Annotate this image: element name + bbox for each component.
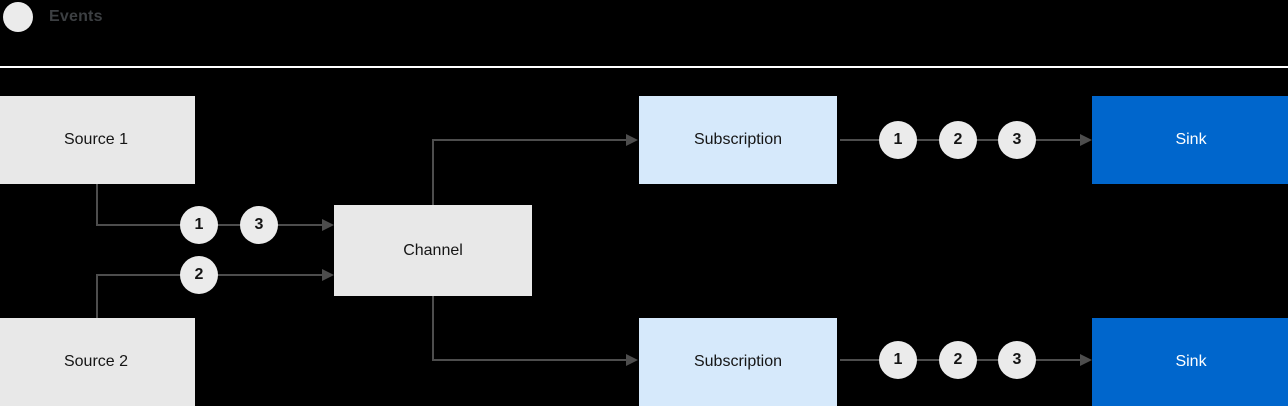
event-bubble-label: 1 — [893, 131, 903, 148]
node-subscription-1-label: Subscription — [693, 131, 783, 148]
node-source-2[interactable]: Source 2 — [0, 318, 195, 406]
node-channel[interactable]: Channel — [334, 205, 532, 296]
event-bubble: 2 — [939, 121, 977, 159]
node-sink-1[interactable]: Sink — [1092, 96, 1288, 184]
event-circle-icon — [3, 2, 33, 32]
node-sink-2[interactable]: Sink — [1092, 318, 1288, 406]
event-bubble: 2 — [180, 256, 218, 294]
event-bubble: 3 — [998, 341, 1036, 379]
node-subscription-2[interactable]: Subscription — [639, 318, 837, 406]
node-sink-2-label: Sink — [1175, 353, 1207, 370]
event-bubble-label: 2 — [953, 131, 963, 148]
legend-label: Events — [49, 8, 103, 25]
node-channel-label: Channel — [403, 241, 463, 259]
event-bubble-label: 2 — [953, 351, 963, 368]
event-bubble-label: 1 — [194, 216, 204, 233]
node-source-1[interactable]: Source 1 — [0, 96, 195, 184]
legend: Events — [0, 0, 1288, 34]
event-bubble: 2 — [939, 341, 977, 379]
event-bubble: 3 — [240, 206, 278, 244]
event-bubble: 3 — [998, 121, 1036, 159]
event-bubble: 1 — [879, 341, 917, 379]
event-bubble: 1 — [180, 206, 218, 244]
node-source-2-label: Source 2 — [63, 353, 129, 370]
event-bubble-label: 3 — [1012, 131, 1022, 148]
event-bubble: 1 — [879, 121, 917, 159]
node-subscription-1[interactable]: Subscription — [639, 96, 837, 184]
node-sink-1-label: Sink — [1175, 131, 1207, 148]
event-bubble-label: 3 — [254, 216, 264, 233]
event-bubble-label: 1 — [893, 351, 903, 368]
node-source-1-label: Source 1 — [63, 131, 129, 148]
event-bubble-label: 3 — [1012, 351, 1022, 368]
header-divider — [0, 66, 1288, 68]
event-bubble-label: 2 — [194, 266, 204, 283]
node-subscription-2-label: Subscription — [693, 353, 783, 370]
